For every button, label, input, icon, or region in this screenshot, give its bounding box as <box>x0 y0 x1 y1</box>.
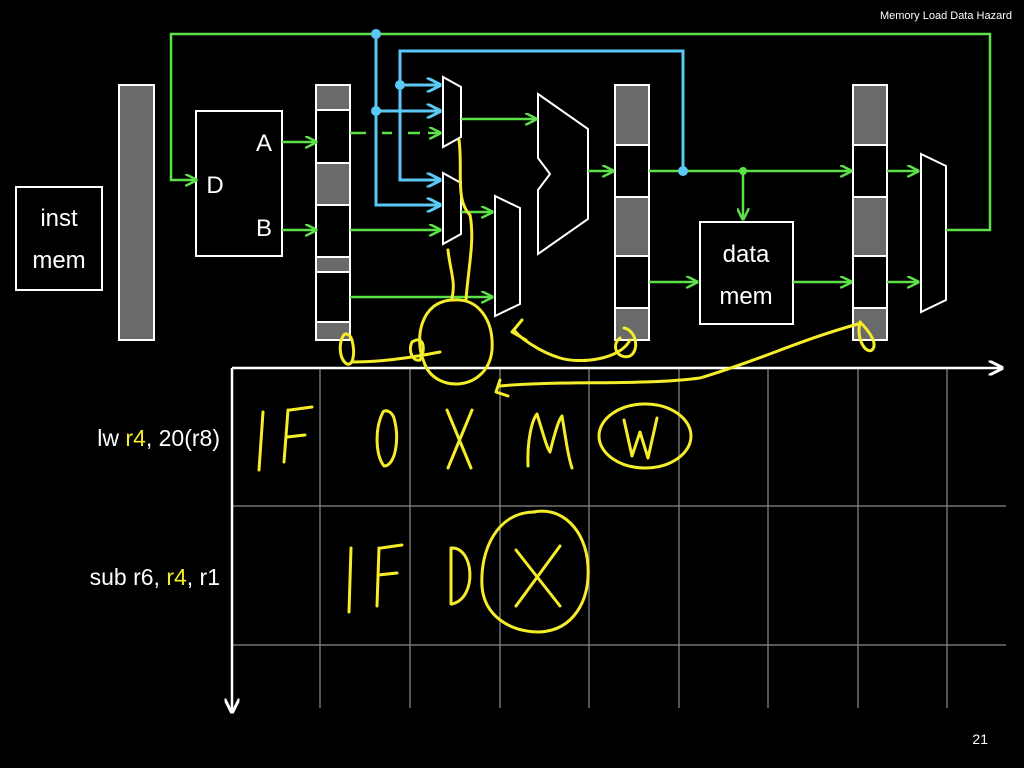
regfile-d-label: D <box>206 172 223 199</box>
register-file: D A B <box>195 110 283 257</box>
datapath-wires <box>169 32 992 297</box>
if-id-register <box>118 84 155 341</box>
ex-mem-register <box>614 84 650 341</box>
instruction-sub-src-reg: r4 <box>166 564 187 590</box>
data-mem-label-1: data <box>723 241 770 268</box>
instruction-sub-operands: , r1 <box>186 564 220 590</box>
id-ex-register <box>315 84 351 341</box>
inst-mem-label-1: inst <box>40 205 78 232</box>
mem-wb-register <box>852 84 888 341</box>
mux-a <box>442 75 462 149</box>
instruction-lw: lw r4, 20(r8) <box>97 425 220 452</box>
timing-grid <box>232 368 1006 708</box>
data-mem-box: data mem <box>699 221 794 325</box>
instruction-lw-op: lw <box>97 425 126 451</box>
instruction-lw-dest-reg: r4 <box>125 425 146 451</box>
handwriting-row-1 <box>257 402 693 472</box>
regfile-b-label: B <box>256 215 272 242</box>
instruction-sub-op: sub r6, <box>89 564 167 590</box>
instruction-lw-operands: , 20(r8) <box>145 425 220 451</box>
regfile-a-label: A <box>256 130 272 157</box>
handwriting-arrows <box>338 138 876 398</box>
mux-imm <box>494 194 521 318</box>
instruction-sub: sub r6, r4, r1 <box>90 564 220 591</box>
inst-mem-label-2: mem <box>32 247 85 274</box>
mux-b <box>442 171 462 246</box>
inst-mem-box: inst mem <box>15 186 103 291</box>
slide-title: Memory Load Data Hazard <box>879 10 1012 22</box>
mux-wb <box>920 152 947 314</box>
page-number: 21 <box>972 731 988 747</box>
bypass-wires <box>371 29 688 205</box>
handwriting-row-2 <box>347 509 590 634</box>
timing-axes <box>232 368 1002 712</box>
data-mem-label-2: mem <box>719 283 772 310</box>
alu <box>537 92 589 256</box>
